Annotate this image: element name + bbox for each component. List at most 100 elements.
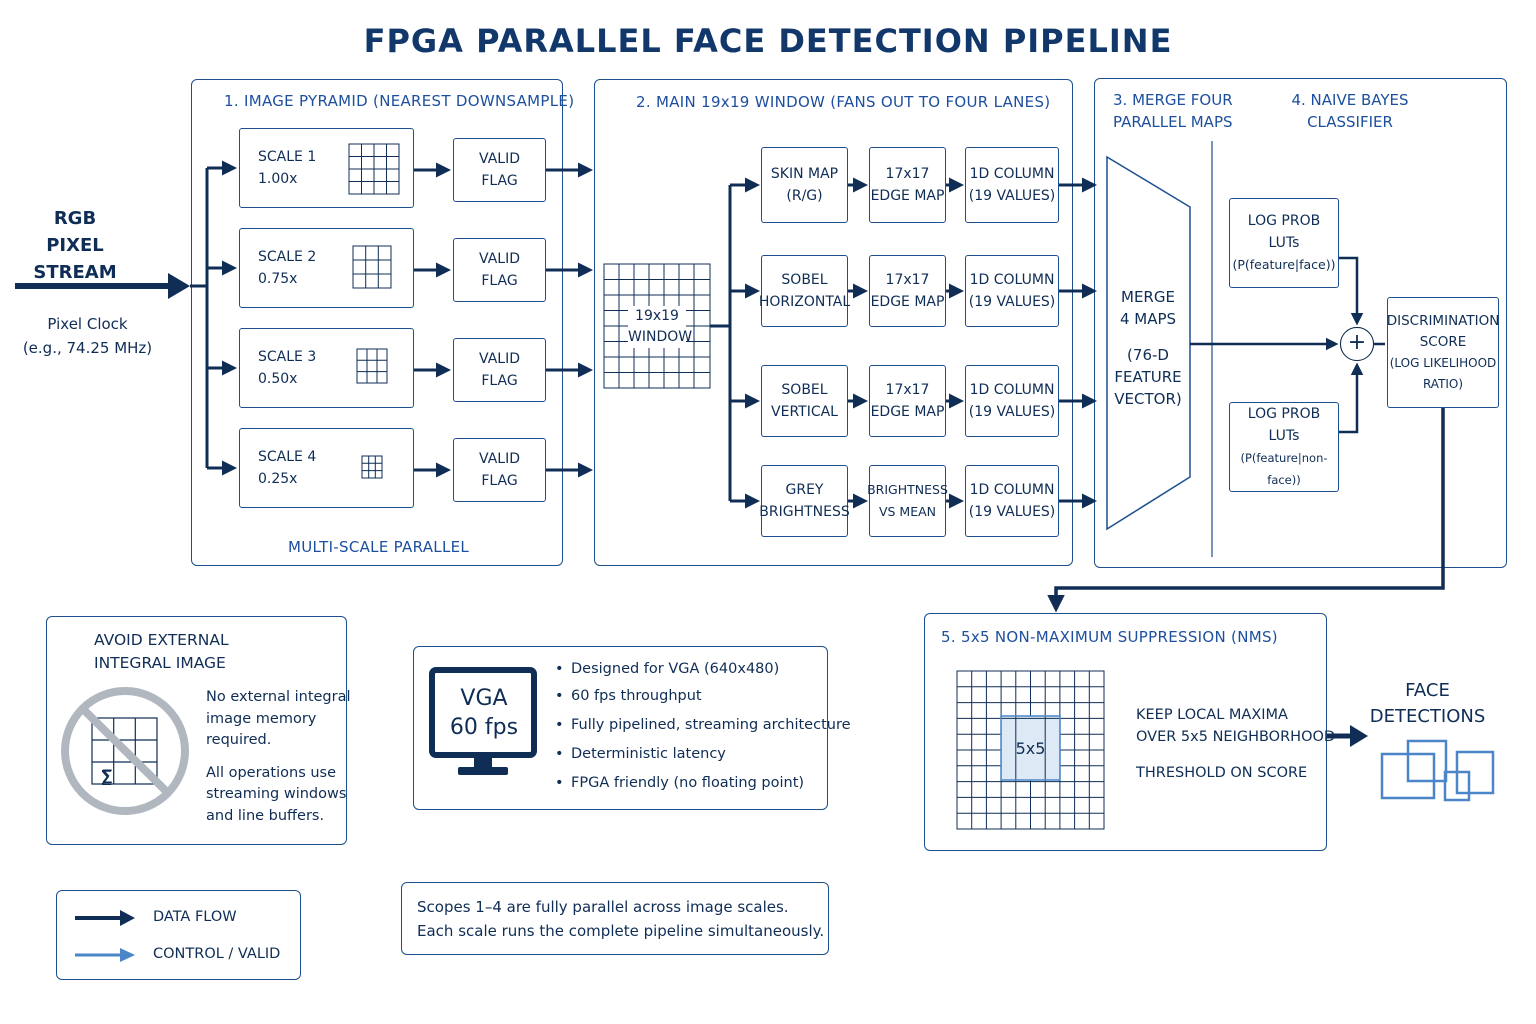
scale-name: SCALE 1 [258, 149, 317, 165]
discrimination-score-box: DISCRIMINATION SCORE (LOG LIKELIHOOD RAT… [1387, 297, 1499, 408]
scale-box-1: SCALE 1 1.00x [239, 128, 414, 208]
nms-line2: OVER 5x5 NEIGHBORHOOD [1136, 729, 1336, 745]
lane4-column: 1D COLUMN (19 VALUES) [965, 465, 1059, 537]
note-line2: Each scale runs the complete pipeline si… [417, 922, 825, 940]
nms-line3: THRESHOLD ON SCORE [1136, 765, 1308, 781]
merge-line3: (76-D [1127, 346, 1169, 364]
merge-line4: FEATURE [1114, 368, 1182, 386]
lane-line2: EDGE MAP [870, 294, 945, 310]
valid-flag-4: VALID FLAG [453, 438, 546, 502]
lane-line2: (19 VALUES) [968, 404, 1056, 420]
nms-text: KEEP LOCAL MAXIMA OVER 5x5 NEIGHBORHOOD … [1136, 704, 1335, 784]
lane-line1: 17x17 [885, 272, 930, 288]
scale-factor: 0.75x [258, 271, 298, 287]
avoid-p2-line1: All operations use [206, 764, 337, 781]
lane-line1: SOBEL [781, 382, 828, 398]
lut-face-box: LOG PROB LUTs (P(feature|face)) [1229, 198, 1339, 288]
detection-boxes-icon [1380, 739, 1495, 802]
lane-line2: (19 VALUES) [968, 504, 1056, 520]
input-label: RGB PIXEL STREAM [10, 205, 140, 286]
avoid-text: No external integral image memory requir… [206, 687, 351, 827]
stage4-header-line2: CLASSIFIER [1307, 113, 1393, 131]
output-line2: DETECTIONS [1369, 706, 1486, 727]
lane-line1: 1D COLUMN [969, 482, 1055, 498]
lane4-brightness-vs-mean: BRIGHTNESS VS MEAN [867, 465, 948, 537]
avoid-title-line1: AVOID EXTERNAL [94, 631, 229, 649]
plus-icon: + [1347, 330, 1367, 355]
legend-control: CONTROL / VALID [153, 946, 281, 962]
scale-factor: 0.25x [258, 471, 298, 487]
lane1-column: 1D COLUMN(19 VALUES) [965, 147, 1059, 223]
note-text: Scopes 1–4 are fully parallel across ima… [417, 895, 824, 943]
lane-line2: BRIGHTNESS [759, 504, 850, 520]
nms-center-label: 5x5 [1015, 739, 1046, 758]
valid-text: VALID [479, 451, 520, 467]
legend-data-flow: DATA FLOW [153, 909, 237, 925]
stage3-header-line2: PARALLEL MAPS [1113, 113, 1233, 131]
lane-line1: GREY [785, 482, 824, 498]
stage5-header: 5. 5x5 NON-MAXIMUM SUPPRESSION (NMS) [941, 628, 1278, 646]
sigma-overlay: Σ [101, 766, 114, 788]
score-line3: (LOG LIKELIHOOD [1389, 355, 1497, 370]
scale-box-4: SCALE 4 0.25x [239, 428, 414, 508]
legend-panel [56, 890, 301, 980]
stage3-header-line1: 3. MERGE FOUR [1113, 91, 1233, 109]
window-label-overlay: 19x19 WINDOW [628, 306, 693, 348]
lane-line2: (R/G) [786, 188, 823, 204]
lane3-column: 1D COLUMN(19 VALUES) [965, 365, 1059, 437]
avoid-title-line2: INTEGRAL IMAGE [94, 654, 226, 672]
flag-text: FLAG [481, 473, 518, 489]
lut-line1: LOG PROB [1247, 406, 1321, 422]
lane-line1: 17x17 [885, 166, 930, 182]
window-size: 19x19 [635, 308, 679, 324]
score-line1: DISCRIMINATION [1386, 312, 1500, 329]
score-line4: RATIO) [1422, 376, 1464, 391]
lane-line2: (19 VALUES) [968, 294, 1056, 310]
avoid-p2-line3: and line buffers. [206, 807, 325, 824]
scale-factor: 0.50x [258, 371, 298, 387]
lut-line3: (P(feature|face)) [1232, 257, 1336, 272]
output-line1: FACE [1405, 680, 1450, 701]
stage4-header-line1: 4. NAIVE BAYES [1291, 91, 1409, 109]
stage4-header: 4. NAIVE BAYES CLASSIFIER [1280, 89, 1420, 133]
valid-text: VALID [479, 351, 520, 367]
window-word: WINDOW [628, 329, 693, 345]
vga-bullet-2: 60 fps throughput [555, 688, 702, 704]
lut-line2: LUTs [1268, 235, 1300, 251]
page-title: FPGA PARALLEL FACE DETECTION PIPELINE [363, 22, 1173, 60]
scale-box-3: SCALE 3 0.50x [239, 328, 414, 408]
valid-text: VALID [479, 251, 520, 267]
lane4-grey-brightness: GREY BRIGHTNESS [759, 465, 850, 537]
avoid-title: AVOID EXTERNAL INTEGRAL IMAGE [94, 629, 229, 675]
lut-nonface-box: LOG PROB LUTs (P(feature|non-face)) [1229, 402, 1339, 492]
lane-line1: 1D COLUMN [969, 166, 1055, 182]
pixel-clock-label: Pixel Clock (e.g., 74.25 MHz) [10, 312, 165, 360]
stage1-footer: MULTI-SCALE PARALLEL [288, 538, 470, 556]
lane-line1: BRIGHTNESS [867, 482, 948, 497]
lut-line2: LUTs [1268, 428, 1300, 444]
lane-line2: HORIZONTAL [758, 294, 851, 310]
stage1-header: 1. IMAGE PYRAMID (NEAREST DOWNSAMPLE) [224, 92, 575, 110]
lane2-column: 1D COLUMN(19 VALUES) [965, 255, 1059, 327]
lane-line2: VS MEAN [878, 504, 937, 519]
scale-name: SCALE 4 [258, 449, 317, 465]
valid-text: VALID [479, 151, 520, 167]
flag-text: FLAG [481, 173, 518, 189]
output-label: FACE DETECTIONS [1365, 678, 1490, 730]
scale-factor: 1.00x [258, 171, 298, 187]
stage2-header: 2. MAIN 19x19 WINDOW (FANS OUT TO FOUR L… [636, 93, 1051, 111]
input-line1: RGB [53, 208, 97, 229]
lane-line1: SOBEL [781, 272, 828, 288]
merge-line1: MERGE [1121, 288, 1175, 306]
note-panel [401, 882, 829, 955]
score-line2: SCORE [1419, 333, 1467, 350]
avoid-p1-line2: image memory [206, 710, 317, 727]
vga-line2: 60 fps [449, 715, 519, 740]
vga-bullet-5: FPGA friendly (no floating point) [555, 775, 804, 791]
lane2-sobel-horizontal: SOBEL HORIZONTAL [758, 255, 851, 327]
